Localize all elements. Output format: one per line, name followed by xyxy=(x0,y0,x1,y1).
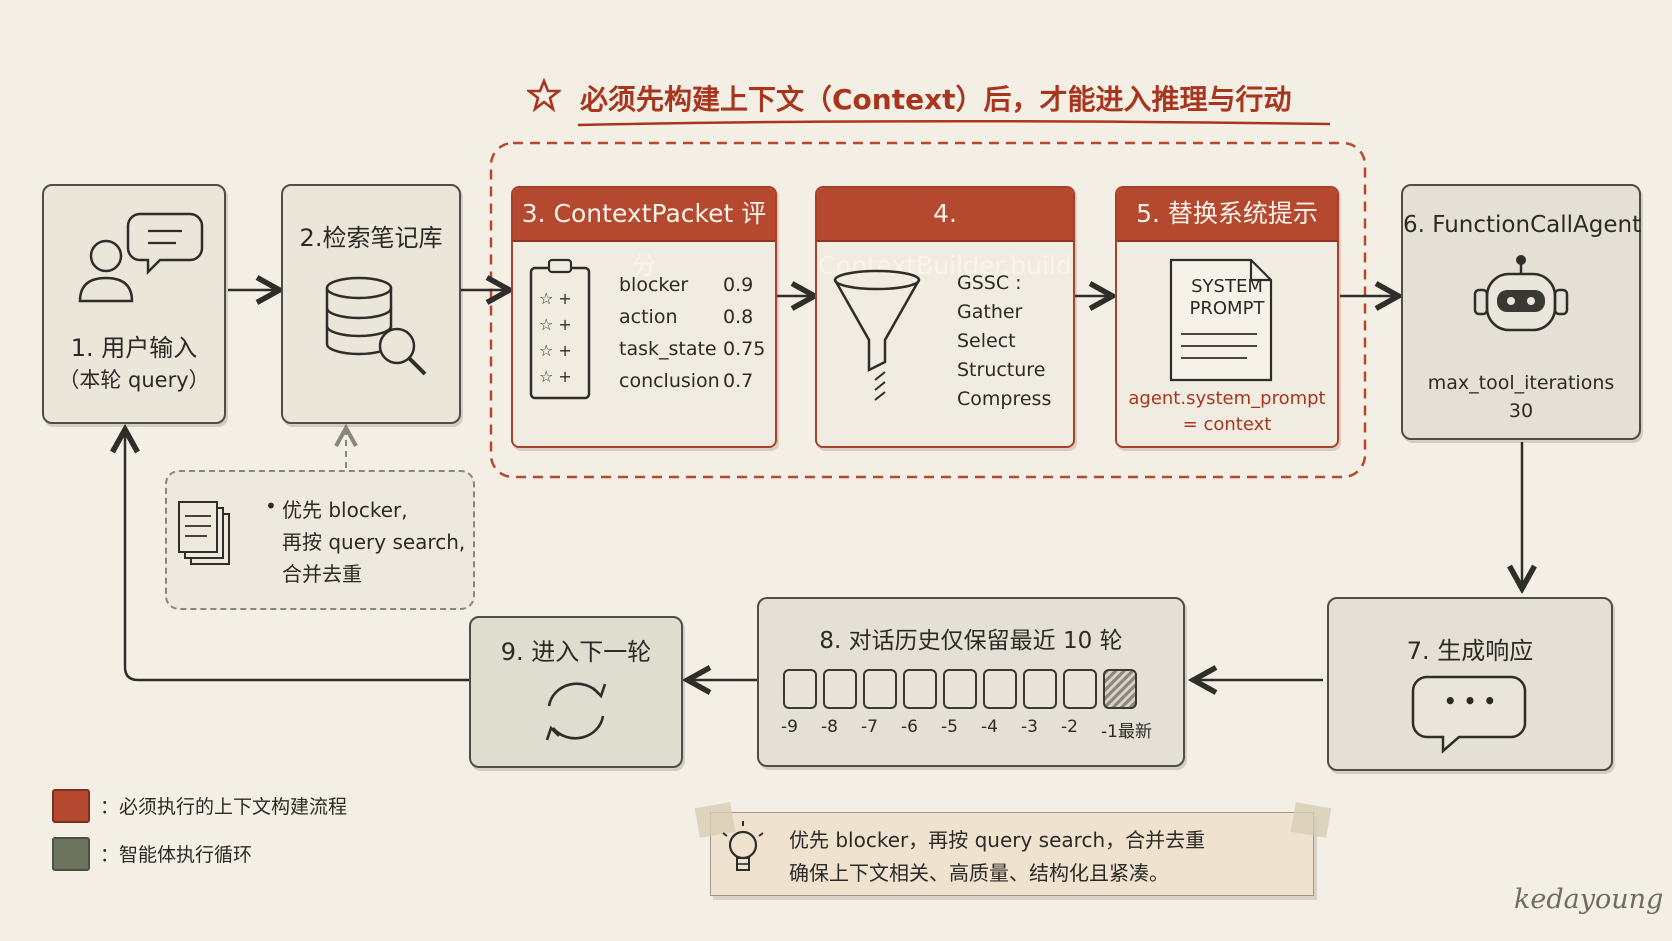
system-prompt-code-1: agent.system_prompt xyxy=(1128,388,1326,409)
step-1-user-input: 1. 用户输入 （本轮 query） xyxy=(42,184,226,424)
search-strategy-note: • 优先 blocker, 再按 query search, 合并去重 xyxy=(165,470,475,610)
score-val-task-state: 0.75 xyxy=(723,338,766,360)
tip-line-2: 确保上下文相关、高质量、结构化且紧凑。 xyxy=(789,861,1169,885)
step-7-generate-response: 7. 生成响应 • • • xyxy=(1327,597,1613,771)
step-8-history-10-rounds: 8. 对话历史仅保留最近 10 轮 -9 -8 -7 -6 -5 -4 -3 -2 -1最新 xyxy=(757,597,1185,767)
history-slot xyxy=(823,669,857,709)
gssc-label: GSSC : xyxy=(957,272,1022,294)
tape-right xyxy=(1290,802,1332,838)
score-val-action: 0.8 xyxy=(723,306,754,328)
step-6-title: 6. FunctionCallAgent xyxy=(1403,212,1642,238)
doc-line-2: PROMPT xyxy=(1189,298,1265,319)
gssc-structure: Structure xyxy=(957,359,1046,381)
history-tick-label: -7 xyxy=(861,717,878,737)
user-chat-icon xyxy=(78,212,204,303)
step-3-contextpacket-scoring: 3. ContextPacket 评分 ☆ + ☆ + ☆ + ☆ + bloc… xyxy=(511,186,777,448)
history-slot xyxy=(943,669,977,709)
title-star-icon xyxy=(525,77,563,119)
legend-swatch-green xyxy=(52,837,90,871)
history-tick-label: -8 xyxy=(821,717,838,737)
history-slots xyxy=(783,669,1163,709)
system-prompt-document-icon xyxy=(1169,258,1273,382)
chat-bubble-icon xyxy=(1411,675,1527,754)
history-slot xyxy=(1023,669,1057,709)
step-1-subtitle: （本轮 query） xyxy=(58,368,210,392)
history-slot xyxy=(983,669,1017,709)
max-tool-iterations-label: max_tool_iterations xyxy=(1427,372,1615,394)
step-4-contextbuilder-build: 4. ContextBuilder.build GSSC : Gather Se… xyxy=(815,186,1075,448)
chat-bubble-dots: • • • xyxy=(1443,689,1497,713)
note-bullet: • xyxy=(265,494,277,518)
gssc-select: Select xyxy=(957,330,1016,352)
history-slot xyxy=(783,669,817,709)
max-tool-iterations-value: 30 xyxy=(1508,400,1534,422)
svg-text:☆ +: ☆ + xyxy=(539,341,572,360)
history-ticks: -9 -8 -7 -6 -5 -4 -3 -2 -1最新 xyxy=(781,717,1183,742)
step-2-search-notes: 2.检索笔记库 xyxy=(281,184,461,424)
score-val-blocker: 0.9 xyxy=(723,274,754,296)
gssc-gather: Gather xyxy=(957,301,1023,323)
step-2-title: 2.检索笔记库 xyxy=(299,224,443,252)
step-6-functioncallagent: 6. FunctionCallAgent max_tool_iterations… xyxy=(1401,184,1641,440)
history-tick-label: -2 xyxy=(1061,717,1078,737)
note-line-2: 再按 query search, xyxy=(282,530,466,554)
robot-icon xyxy=(1473,255,1569,332)
gssc-compress: Compress xyxy=(957,388,1052,410)
step-9-next-round: 9. 进入下一轮 xyxy=(469,616,683,768)
score-key-blocker: blocker xyxy=(619,274,689,296)
svg-text:☆ +: ☆ + xyxy=(539,367,572,386)
legend-text-agent-loop: ：智能体执行循环 xyxy=(100,844,253,866)
score-key-action: action xyxy=(619,306,678,328)
funnel-icon xyxy=(833,269,921,401)
history-tick-label: -1最新 xyxy=(1101,722,1152,742)
legend-swatch-red xyxy=(52,789,90,823)
author-signature: kedayoung xyxy=(1514,884,1664,915)
history-slot xyxy=(1063,669,1097,709)
step-9-title: 9. 进入下一轮 xyxy=(500,638,652,666)
step-8-title: 8. 对话历史仅保留最近 10 轮 xyxy=(819,628,1123,654)
step-4-title: 4. ContextBuilder.build xyxy=(817,188,1073,280)
history-tick-label: -9 xyxy=(781,717,798,737)
lightbulb-icon xyxy=(722,821,764,871)
svg-text:☆ +: ☆ + xyxy=(539,315,572,334)
note-line-1: 优先 blocker, xyxy=(282,498,408,522)
tip-line-1: 优先 blocker，再按 query search，合并去重 xyxy=(789,828,1206,852)
step-3-title: 3. ContextPacket 评分 xyxy=(513,188,775,280)
score-key-task-state: task_state xyxy=(619,338,717,360)
legend-text-construction: ：必须执行的上下文构建流程 xyxy=(100,796,348,818)
page-title: 必须先构建上下文（Context）后，才能进入推理与行动 xyxy=(580,83,1292,116)
history-slot-latest xyxy=(1103,669,1137,709)
doc-line-1: SYSTEM xyxy=(1191,276,1263,297)
svg-text:☆ +: ☆ + xyxy=(539,289,572,308)
tip-card: 优先 blocker，再按 query search，合并去重 确保上下文相关、… xyxy=(694,802,1332,896)
system-prompt-code-2: = context xyxy=(1182,414,1272,435)
history-slot xyxy=(863,669,897,709)
step-7-title: 7. 生成响应 xyxy=(1406,637,1534,665)
documents-icon xyxy=(178,501,230,565)
history-tick-label: -3 xyxy=(1021,717,1038,737)
step-5-title: 5. 替换系统提示 xyxy=(1117,188,1337,242)
title-underline xyxy=(577,119,1331,127)
note-line-3: 合并去重 xyxy=(282,562,362,586)
score-key-conclusion: conclusion xyxy=(619,370,720,392)
clipboard-stars-icon: ☆ + ☆ + ☆ + ☆ + xyxy=(529,258,591,400)
history-slot xyxy=(903,669,937,709)
database-search-icon xyxy=(325,276,427,376)
step-5-replace-system-prompt: 5. 替换系统提示 SYSTEM PROMPT agent.system_pro… xyxy=(1115,186,1339,448)
history-tick-label: -5 xyxy=(941,717,958,737)
score-val-conclusion: 0.7 xyxy=(723,370,754,392)
arrow-9-1 xyxy=(125,432,470,682)
step-1-title: 1. 用户输入 xyxy=(70,334,198,362)
history-tick-label: -4 xyxy=(981,717,998,737)
refresh-cycle-icon xyxy=(545,682,607,741)
history-tick-label: -6 xyxy=(901,717,918,737)
construction-group xyxy=(489,141,1367,479)
